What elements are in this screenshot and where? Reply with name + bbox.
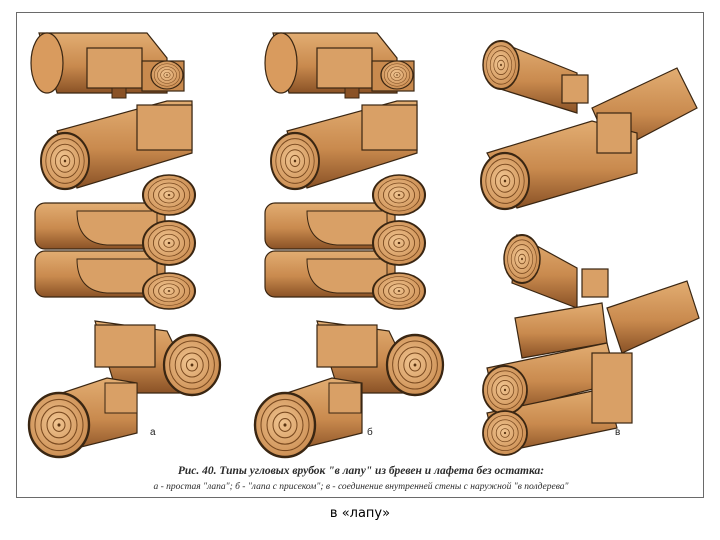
panel-a-bottom-logs [29,321,220,457]
panel-label-a: а [150,427,156,438]
panel-c-bottom-logs [483,235,700,455]
illustration [17,13,700,463]
panel-label-c: в [615,427,621,438]
panel-a-lower-log [41,100,193,189]
panel-b-wall [264,175,425,309]
panel-a-wall [34,175,195,309]
panel-label-b: б [367,427,373,438]
slide-caption: в «лапу» [329,506,391,521]
figure-caption-title: Рис. 40. Типы угловых врубок "в лапу" из… [177,465,545,477]
panel-a [29,32,220,457]
panel-b-upper-log [264,32,414,99]
figure-frame: а б в Рис. 40. Типы угловых врубок "в ла… [16,12,704,498]
panel-c-top-logs [481,41,698,209]
panel-c [481,41,700,455]
panel-b-bottom-logs [255,321,443,457]
figure-caption-legend: а - простая "лапа"; б - "лапа с присеком… [153,482,569,492]
panel-b [255,32,443,457]
panel-a-upper-log [30,32,184,99]
panel-b-lower-log [271,100,418,189]
